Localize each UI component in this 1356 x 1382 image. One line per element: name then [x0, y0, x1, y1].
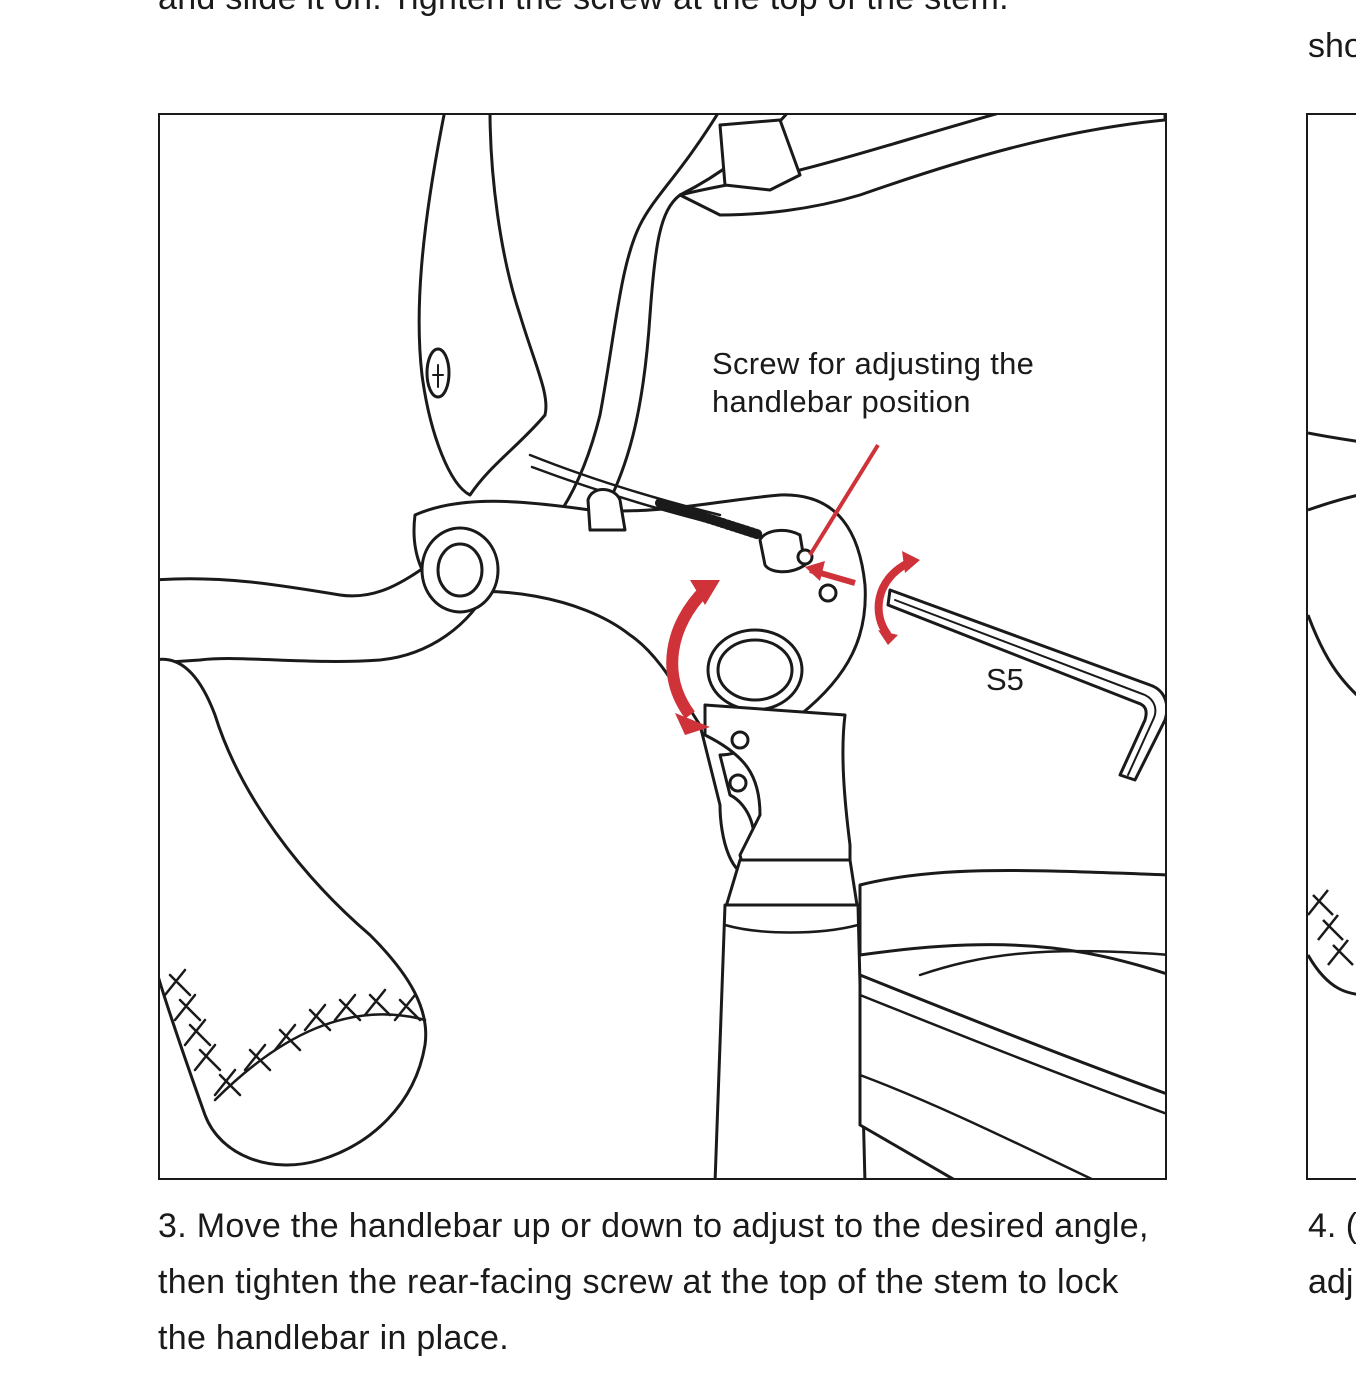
brake-lever	[417, 115, 548, 497]
top-tube	[858, 869, 1165, 975]
cable-clip	[586, 488, 627, 532]
handlebar-grip	[160, 657, 428, 1167]
shifter-block	[718, 118, 802, 192]
wrench-rotation-arrow-icon	[874, 559, 911, 638]
tilt-arrow-icon	[666, 585, 710, 719]
handlebar-adjustment-illustration: Screw for adjusting the handlebar positi…	[158, 113, 1167, 1180]
step-4-caption-fragment: 4. ( adj	[1308, 1198, 1356, 1310]
stem-hole-2	[728, 773, 748, 793]
right-column-text-fragment: sho	[1308, 27, 1356, 65]
step-3-caption: 3. Move the handlebar up or down to adju…	[158, 1207, 1149, 1357]
screw-callout-label: Screw for adjusting the handlebar positi…	[712, 346, 1035, 419]
handlebar-upper	[508, 115, 788, 567]
stem-bolt	[818, 583, 838, 603]
head-tube	[713, 903, 867, 1178]
adjusting-screw-spring	[655, 498, 765, 540]
hex-wrench	[886, 588, 1165, 782]
callout-pointer-line	[808, 443, 880, 557]
down-tube	[858, 973, 1165, 1178]
step-4-line-1: 4. (	[1308, 1207, 1356, 1245]
screw-head	[758, 528, 807, 574]
illustration-svg	[160, 115, 1165, 1178]
stem-hole-1	[730, 730, 750, 750]
next-figure-svg	[1308, 431, 1356, 996]
headset-ring	[723, 858, 859, 912]
step-4-line-2: adj	[1308, 1263, 1354, 1301]
wrench-size-label: S5	[986, 662, 1024, 697]
next-figure-fragment	[1306, 113, 1356, 1180]
screw-socket	[796, 548, 814, 566]
previous-paragraph-fragment: and slide it on. Tighten the screw at th…	[158, 0, 1009, 18]
